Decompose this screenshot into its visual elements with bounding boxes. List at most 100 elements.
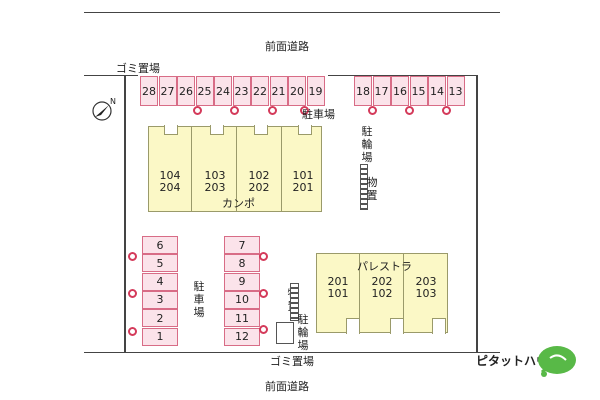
- storage-label-top: 物置: [366, 176, 378, 202]
- parking-space-number: 17: [374, 84, 389, 98]
- parking-space: 12: [224, 327, 260, 346]
- parking-space: 3: [142, 290, 178, 309]
- parking-space: 22: [251, 76, 269, 106]
- unit-divider: [316, 253, 360, 333]
- entrance-notch: [254, 125, 268, 135]
- lot-top-boundary-right: [328, 75, 478, 76]
- parking-space-number: 12: [235, 330, 249, 343]
- parking-space: 28: [140, 76, 158, 106]
- parking-space-number: 4: [156, 275, 164, 289]
- unit-number: 104 204: [159, 169, 181, 194]
- parking-space-number: 13: [448, 84, 463, 98]
- building-kanpo: [148, 126, 322, 212]
- parking-space-number: 24: [216, 84, 230, 98]
- parking-space: 27: [158, 76, 177, 106]
- road-edge-top: [84, 12, 500, 13]
- garbage-area-bottom-label: ゴミ置場: [270, 355, 314, 368]
- entrance-notch: [298, 125, 312, 135]
- parking-space: 16: [391, 76, 409, 106]
- parking-space-number: 1: [156, 330, 164, 343]
- post-marker: [259, 252, 268, 261]
- post-marker: [259, 325, 268, 334]
- parking-space: 7: [224, 236, 260, 254]
- unit-divider: [192, 126, 237, 212]
- parking-space: 17: [372, 76, 391, 106]
- post-marker: [128, 252, 137, 261]
- entrance-notch: [210, 125, 224, 135]
- post-marker: [128, 327, 137, 336]
- road-label-bottom: 前面道路: [265, 380, 309, 393]
- unit-number: 202 102: [371, 275, 393, 300]
- parking-label-top: 駐車場: [302, 108, 335, 121]
- parking-space: 24: [214, 76, 232, 106]
- parking-space-number: 28: [142, 84, 156, 98]
- building-name: カンポ: [222, 197, 255, 210]
- parking-space-number: 25: [197, 84, 212, 98]
- parking-space: 25: [195, 76, 214, 106]
- garbage-area-bottom-box: [276, 322, 294, 344]
- post-marker: [268, 106, 277, 115]
- entrance-notch: [390, 318, 404, 334]
- parking-space-number: 23: [234, 84, 249, 98]
- post-marker: [442, 106, 451, 115]
- post-marker: [128, 289, 137, 298]
- parking-space-number: 26: [179, 84, 193, 98]
- parking-space: 8: [224, 254, 260, 273]
- road-label-top: 前面道路: [265, 40, 309, 53]
- unit-number: 201 101: [327, 275, 349, 300]
- bike-parking-label-top: 駐輪場: [361, 125, 373, 164]
- brand-leaf-icon: [534, 342, 578, 380]
- parking-space: 15: [409, 76, 428, 106]
- parking-space: 1: [142, 327, 178, 346]
- parking-space-number: 2: [156, 311, 164, 325]
- parking-space: 5: [142, 254, 178, 273]
- parking-space: 10: [224, 290, 260, 309]
- parking-space-number: 11: [235, 311, 249, 325]
- lot-top-boundary-left: [84, 75, 138, 76]
- bike-parking-label-bottom: 駐輪場: [297, 313, 309, 352]
- unit-divider: [148, 126, 192, 212]
- parking-space-number: 15: [411, 84, 426, 98]
- parking-space: 21: [269, 76, 288, 106]
- parking-space-number: 22: [253, 84, 267, 98]
- post-marker: [368, 106, 377, 115]
- entrance-notch: [164, 125, 178, 135]
- parking-space-number: 19: [308, 84, 323, 98]
- parking-space-number: 27: [160, 84, 175, 98]
- unit-number: 103 203: [204, 169, 226, 194]
- parking-space: 9: [224, 272, 260, 291]
- unit-divider: [237, 126, 282, 212]
- parking-space-number: 18: [356, 84, 370, 98]
- building-palestra: [316, 253, 448, 333]
- parking-space-number: 3: [156, 293, 164, 307]
- bike-rack-bottom: [290, 283, 299, 321]
- parking-space: 18: [354, 76, 372, 106]
- garbage-area-top-label: ゴミ置場: [116, 62, 160, 75]
- post-marker: [259, 289, 268, 298]
- building-name: パレストラ: [357, 260, 412, 273]
- parking-space: 2: [142, 309, 178, 328]
- parking-space: 6: [142, 236, 178, 254]
- svg-text:N: N: [110, 97, 116, 106]
- entrance-notch: [346, 318, 360, 334]
- parking-space: 11: [224, 309, 260, 328]
- parking-space: 23: [232, 76, 251, 106]
- entrance-notch: [432, 318, 446, 334]
- parking-space-number: 5: [156, 256, 164, 270]
- bike-rack-top: [360, 164, 368, 210]
- parking-space: 20: [288, 76, 306, 106]
- parking-space: 14: [428, 76, 446, 106]
- unit-number: 101 201: [292, 169, 314, 194]
- post-marker: [193, 106, 202, 115]
- post-marker: [405, 106, 414, 115]
- road-edge-bottom: [84, 352, 500, 353]
- parking-space: 19: [306, 76, 325, 106]
- parking-space-number: 6: [156, 238, 164, 252]
- parking-space-number: 7: [238, 238, 246, 252]
- lot-right-boundary: [476, 75, 478, 352]
- parking-space-number: 8: [238, 256, 246, 270]
- parking-label-left: 駐車場: [193, 280, 205, 319]
- parking-space-number: 16: [393, 84, 407, 98]
- north-compass-icon: N: [90, 96, 118, 122]
- parking-space-number: 9: [238, 275, 246, 289]
